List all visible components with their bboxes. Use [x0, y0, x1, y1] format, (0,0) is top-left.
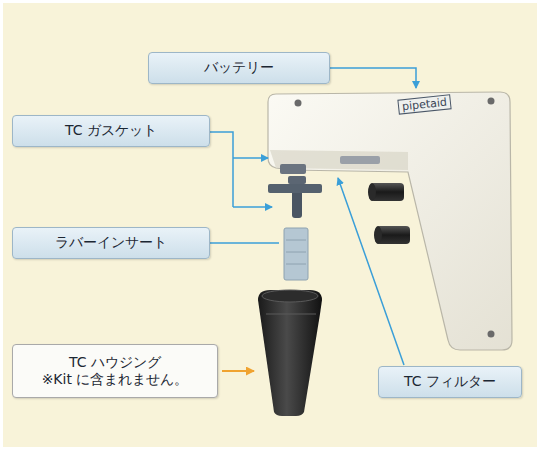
note-text: ※Kit に含まれません。 [42, 371, 189, 389]
part-name: ラバーインサート [55, 234, 167, 252]
callout-box: ラバーインサート [12, 227, 210, 259]
callout-box: バッテリー [148, 52, 330, 84]
part-name: TC フィルター [404, 373, 496, 391]
callout-box: TC ハウジング※Kit に含まれません。 [12, 344, 218, 398]
callout-box: TC フィルター [378, 366, 522, 398]
part-name: TC ハウジング [69, 354, 161, 372]
part-name: バッテリー [204, 59, 274, 77]
callout-box: TC ガスケット [12, 115, 210, 147]
part-name: TC ガスケット [65, 122, 157, 140]
